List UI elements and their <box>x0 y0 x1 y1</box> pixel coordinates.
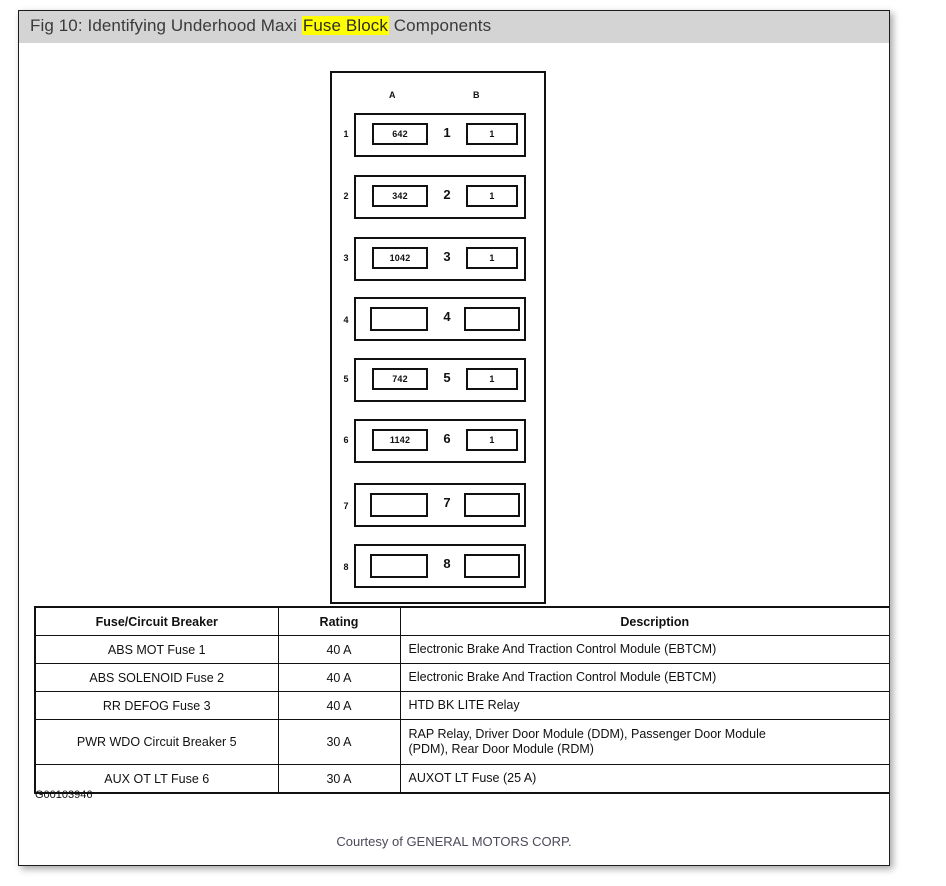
fuse-slot-b-2: 1 <box>466 185 518 207</box>
row-index-3: 3 <box>343 253 349 263</box>
fuse-slot-a-4 <box>370 307 428 331</box>
row-index-1: 1 <box>343 129 349 139</box>
fuse-slot-b-7 <box>464 493 520 517</box>
cell-description: RAP Relay, Driver Door Module (DDM), Pas… <box>399 719 889 765</box>
table-head: Fuse/Circuit Breaker Rating Description <box>34 606 889 636</box>
table-row: ABS MOT Fuse 1 40 A Electronic Brake And… <box>34 635 889 664</box>
table-header-row: Fuse/Circuit Breaker Rating Description <box>34 606 889 636</box>
description-line: HTD BK LITE Relay <box>408 697 520 712</box>
description-line: RAP Relay, Driver Door Module (DDM), Pas… <box>408 726 766 741</box>
fuse-row-7: 7 <box>354 483 526 527</box>
table-body: ABS MOT Fuse 1 40 A Electronic Brake And… <box>34 635 889 794</box>
fuse-slot-a-5: 742 <box>372 368 428 390</box>
fuse-row-number-6: 6 <box>443 431 451 446</box>
fuse-slot-a-1: 642 <box>372 123 428 145</box>
table-row: RR DEFOG Fuse 3 40 A HTD BK LITE Relay <box>34 691 889 720</box>
fuse-slot-a-2: 342 <box>372 185 428 207</box>
cell-rating: 30 A <box>277 764 401 794</box>
fuse-slot-a-3: 1042 <box>372 247 428 269</box>
document-page: Fig 10: Identifying Underhood Maxi Fuse … <box>18 10 890 866</box>
cell-fuse-name: PWR WDO Circuit Breaker 5 <box>34 719 279 765</box>
title-highlight: Fuse Block <box>301 16 389 35</box>
cell-fuse-name: RR DEFOG Fuse 3 <box>34 691 279 720</box>
fuse-slot-a-7 <box>370 493 428 517</box>
row-index-8: 8 <box>343 562 349 572</box>
fuse-slot-b-4 <box>464 307 520 331</box>
fuse-row-6: 1142 6 1 <box>354 419 526 463</box>
fuse-row-number-1: 1 <box>443 125 451 140</box>
cell-rating: 40 A <box>277 635 401 664</box>
fuse-slot-b-8 <box>464 554 520 578</box>
fuse-row-8: 8 <box>354 544 526 588</box>
cell-description: HTD BK LITE Relay <box>399 691 889 720</box>
figure-title-bar: Fig 10: Identifying Underhood Maxi Fuse … <box>19 11 889 43</box>
title-suffix: Components <box>388 16 492 35</box>
page-title: Fig 10: Identifying Underhood Maxi Fuse … <box>30 16 491 36</box>
cell-description: Electronic Brake And Traction Control Mo… <box>399 663 889 692</box>
fuse-row-number-5: 5 <box>443 370 451 385</box>
fuse-row-4: 4 <box>354 297 526 341</box>
fuse-slot-b-3: 1 <box>466 247 518 269</box>
fuse-slot-a-8 <box>370 554 428 578</box>
fuse-row-number-7: 7 <box>443 495 451 510</box>
fuse-row-number-8: 8 <box>443 556 451 571</box>
cell-description: AUXOT LT Fuse (25 A) <box>399 764 889 794</box>
cell-fuse-name: ABS MOT Fuse 1 <box>34 635 279 664</box>
column-header-b: B <box>473 90 480 100</box>
row-index-2: 2 <box>343 191 349 201</box>
fuse-slot-b-6: 1 <box>466 429 518 451</box>
cell-rating: 40 A <box>277 691 401 720</box>
fuse-slot-a-6: 1142 <box>372 429 428 451</box>
fuse-row-number-3: 3 <box>443 249 451 264</box>
column-header-description: Description <box>399 606 889 636</box>
column-header-rating: Rating <box>277 606 401 636</box>
cell-description: Electronic Brake And Traction Control Mo… <box>399 635 889 664</box>
table-row: ABS SOLENOID Fuse 2 40 A Electronic Brak… <box>34 663 889 692</box>
fuse-block-diagram: A B 1 642 1 1 2 342 2 1 3 1042 3 1 <box>330 71 546 604</box>
fuse-row-2: 342 2 1 <box>354 175 526 219</box>
description-line: AUXOT LT Fuse (25 A) <box>408 770 537 785</box>
fuse-slot-b-5: 1 <box>466 368 518 390</box>
description-line: Electronic Brake And Traction Control Mo… <box>408 641 717 656</box>
row-index-5: 5 <box>343 374 349 384</box>
fuse-row-number-4: 4 <box>443 309 451 324</box>
column-header-a: A <box>389 90 396 100</box>
figure-code: G00103946 <box>35 789 93 801</box>
fuse-row-1: 642 1 1 <box>354 113 526 157</box>
courtesy-note: Courtesy of GENERAL MOTORS CORP. <box>336 834 572 849</box>
cell-rating: 40 A <box>277 663 401 692</box>
title-prefix: Fig 10: Identifying Underhood Maxi <box>30 16 302 35</box>
fuse-row-number-2: 2 <box>443 187 451 202</box>
table-row: AUX OT LT Fuse 6 30 A AUXOT LT Fuse (25 … <box>34 764 889 794</box>
description-line: Electronic Brake And Traction Control Mo… <box>408 669 717 684</box>
row-index-6: 6 <box>343 435 349 445</box>
row-index-7: 7 <box>343 501 349 511</box>
fuse-slot-b-1: 1 <box>466 123 518 145</box>
cell-rating: 30 A <box>277 719 401 765</box>
cell-fuse-name: ABS SOLENOID Fuse 2 <box>34 663 279 692</box>
fuse-row-3: 1042 3 1 <box>354 237 526 281</box>
fuse-description-table: Fuse/Circuit Breaker Rating Description … <box>34 606 889 794</box>
description-line: (PDM), Rear Door Module (RDM) <box>408 742 594 756</box>
column-header-fuse: Fuse/Circuit Breaker <box>34 606 279 636</box>
fuse-row-5: 742 5 1 <box>354 358 526 402</box>
table-row: PWR WDO Circuit Breaker 5 30 A RAP Relay… <box>34 719 889 765</box>
row-index-4: 4 <box>343 315 349 325</box>
cell-fuse-name: AUX OT LT Fuse 6 <box>34 764 279 794</box>
